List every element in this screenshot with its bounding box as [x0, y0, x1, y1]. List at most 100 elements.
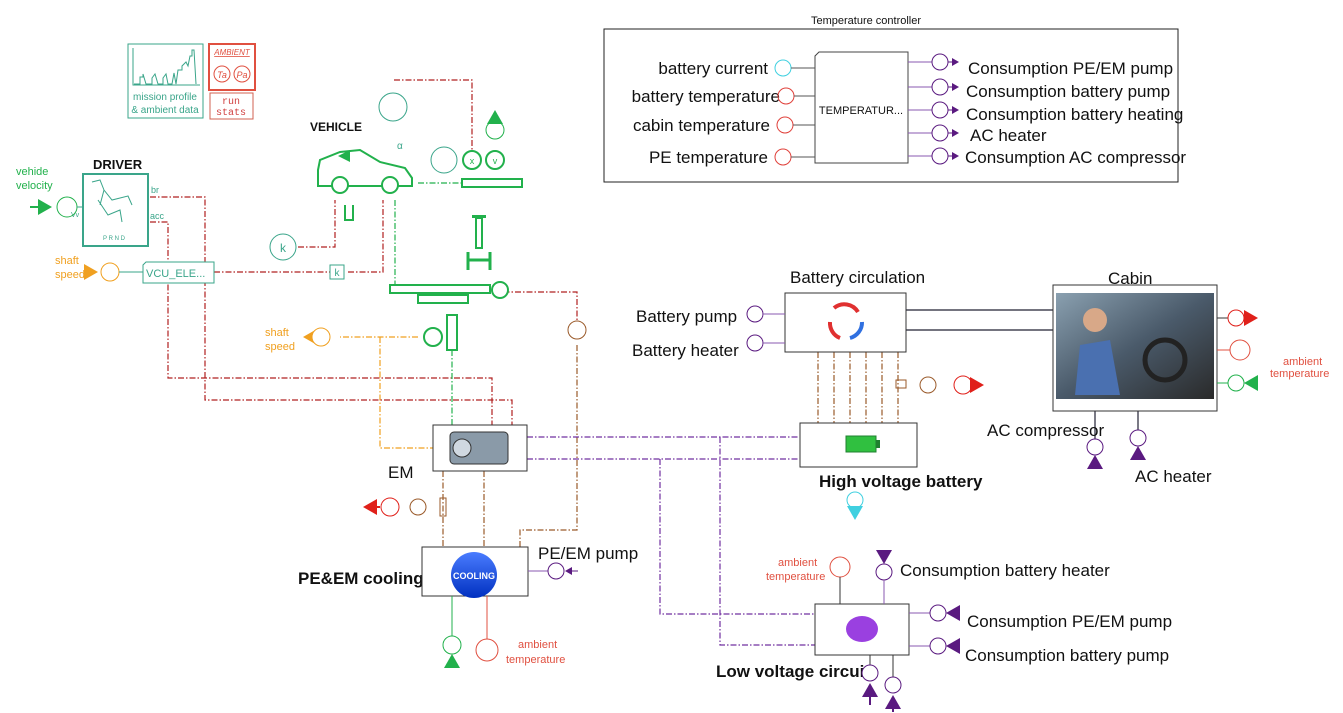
input-label: PE temperature: [649, 148, 768, 167]
pe-em-pump-input[interactable]: PE/EM pump: [528, 544, 638, 580]
vehicle-block[interactable]: VEHICLE α x v: [310, 92, 523, 221]
driver-block[interactable]: DRIVER P R N D br acc Vv: [71, 157, 165, 247]
lv-battery-heater-input[interactable]: Consumption battery heater: [875, 550, 1110, 604]
gain-box-block[interactable]: k: [329, 264, 345, 280]
output-port-icon: [485, 120, 505, 140]
ambient-temperature-icon: [475, 638, 499, 662]
shaft-speed-label: shaft: [265, 327, 289, 339]
car-icon: [317, 148, 413, 187]
temperature-controller[interactable]: Temperature controller TEMPERATUR... bat…: [603, 15, 1186, 183]
output-port-icon: [931, 147, 949, 165]
shaft-speed-input[interactable]: shaft speed: [55, 255, 143, 282]
em-temperature-output[interactable]: [363, 497, 447, 517]
input-label: battery current: [658, 59, 768, 78]
controller-output-consumption-ac-compressor[interactable]: Consumption AC compressor: [908, 147, 1186, 167]
gain-circle-block[interactable]: k: [269, 233, 297, 261]
ac-heater-input[interactable]: AC heater: [1129, 429, 1212, 486]
input-port-icon: [884, 676, 902, 694]
input-label: cabin temperature: [633, 116, 770, 135]
gain-label: k: [335, 268, 341, 279]
battery-heater-input[interactable]: Battery heater: [632, 334, 785, 360]
controller-output-consumption-battery-pump[interactable]: Consumption battery pump: [908, 78, 1170, 101]
velocity-port-label: Vv: [71, 212, 80, 219]
cabin-green-input[interactable]: [1217, 374, 1258, 392]
temperature-controller-title: Temperature controller: [811, 15, 921, 27]
cooling-ambient-temperature[interactable]: ambient temperature: [475, 596, 565, 666]
cabin-ambient-temperature[interactable]: ambient temperature: [1217, 339, 1329, 380]
controller-input-battery-current[interactable]: battery current: [658, 59, 815, 78]
controller-input-battery-temperature[interactable]: battery temperature: [632, 87, 815, 106]
input-port-icon: [861, 664, 879, 682]
output-label: Consumption battery pump: [966, 82, 1170, 101]
controller-input-cabin-temperature[interactable]: cabin temperature: [633, 116, 815, 135]
shaft-speed-label-2: speed: [55, 269, 85, 281]
shaft-speed-label: shaft: [55, 255, 79, 267]
mission-profile-block[interactable]: mission profile & ambient data: [127, 43, 204, 119]
wind-icon: [430, 146, 458, 174]
vcu-block[interactable]: VCU_ELE...: [142, 261, 215, 284]
output-port-icon: [311, 327, 331, 347]
input-port-icon: [1086, 438, 1104, 456]
output-label: Consumption PE/EM pump: [968, 59, 1173, 78]
low-voltage-circuit-block[interactable]: Low voltage circuit: [716, 603, 910, 681]
lv-battery-pump-input[interactable]: Consumption battery pump: [909, 637, 1169, 665]
lv-battery-pump-label: Consumption battery pump: [965, 646, 1169, 665]
accel-port-label: acc: [150, 211, 165, 221]
run-stats-label: run: [222, 97, 240, 108]
output-label: Consumption AC compressor: [965, 148, 1186, 167]
ambient-label: ambient: [778, 557, 817, 569]
input-port-icon: [442, 635, 462, 655]
wheel-icon: [381, 176, 399, 194]
controller-output-ac-heater[interactable]: AC heater: [908, 124, 1047, 145]
pump-label: PE/EM pump: [538, 544, 638, 563]
battery-circulation-block[interactable]: Battery circulation: [784, 268, 925, 353]
cabin-temperature-output[interactable]: [1217, 309, 1258, 327]
output-port-icon: [931, 78, 949, 96]
ambient-pressure-icon: [233, 65, 251, 83]
transmission-block[interactable]: [389, 215, 509, 351]
velocity-sensor-icon: [485, 150, 505, 170]
em-block[interactable]: EM: [388, 424, 528, 482]
cabin-block[interactable]: Cabin: [1052, 269, 1218, 412]
vehicle-velocity-input[interactable]: vehide velocity: [16, 166, 83, 218]
battery-pump-input[interactable]: Battery pump: [636, 305, 785, 326]
controller-output-consumption-battery-heating[interactable]: Consumption battery heating: [908, 101, 1183, 124]
temperature-controller-block[interactable]: [814, 51, 909, 164]
ambient-block[interactable]: AMBIENT Ta Pa: [208, 43, 256, 91]
ambient-p-label: Pa: [236, 70, 247, 80]
mission-profile-icon: [134, 49, 197, 85]
high-voltage-battery-block[interactable]: High voltage battery: [799, 422, 983, 520]
lv-bottom-inputs[interactable]: [861, 655, 902, 712]
battery-icon: [845, 435, 877, 453]
lv-pe-em-pump-input[interactable]: Consumption PE/EM pump: [909, 604, 1172, 631]
wheel-icon: [331, 176, 349, 194]
sensor-port-icon: [776, 116, 794, 134]
current-sensor-icon: [846, 491, 864, 509]
run-stats-block[interactable]: run stats: [209, 92, 254, 120]
battery-temperature-output[interactable]: [895, 375, 984, 395]
output-port-icon: [380, 497, 400, 517]
controller-input-pe-temperature[interactable]: PE temperature: [649, 148, 815, 167]
controller-output-consumption-pe-em-pump[interactable]: Consumption PE/EM pump: [908, 53, 1173, 78]
ambient-label-2: temperature: [506, 654, 565, 666]
position-sensor-icon: [462, 150, 482, 170]
chart-axes-icon: [132, 48, 200, 86]
ambient-temperature-icon: [213, 65, 231, 83]
cooling-green-input[interactable]: [442, 596, 462, 668]
ac-compressor-input[interactable]: AC compressor: [987, 421, 1104, 469]
pe-em-cooling-block[interactable]: PE&EM cooling COOLING: [298, 546, 529, 598]
lv-ambient-temperature[interactable]: ambient temperature: [766, 556, 851, 604]
shaft-speed-output[interactable]: shaft speed: [265, 327, 331, 353]
input-port-icon: [875, 563, 893, 581]
source-port-icon: [56, 196, 78, 218]
vehicle-velocity-label: vehide: [16, 166, 48, 178]
sensor-port-icon: [774, 59, 792, 77]
input-port-icon: [929, 637, 947, 655]
ambient-label-2: temperature: [1270, 368, 1329, 380]
mission-profile-label-2: & ambient data: [131, 105, 199, 116]
brake-port-label: br: [151, 185, 159, 195]
cabin-label: Cabin: [1108, 269, 1152, 288]
lv-battery-heater-label: Consumption battery heater: [900, 561, 1110, 580]
source-port-icon: [100, 262, 120, 282]
